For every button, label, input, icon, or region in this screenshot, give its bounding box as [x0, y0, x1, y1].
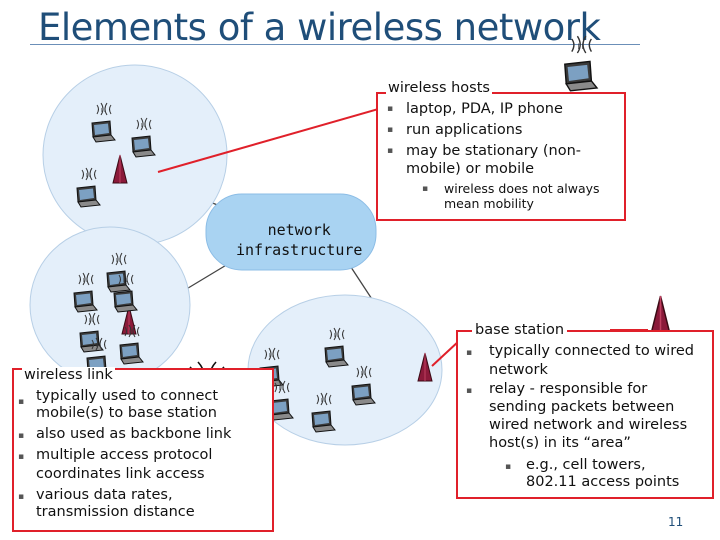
base-bullet-cont: sending packets between: [489, 399, 675, 415]
link-bullet-cont: mobile(s) to base station: [36, 405, 217, 421]
wireless-link-heading: wireless link: [22, 367, 115, 384]
link-bullet-cont: coordinates link access: [36, 466, 205, 482]
base-bullet-cont: wired network and wireless: [489, 417, 688, 433]
base-bullet-cont: host(s) in its “area”: [489, 435, 631, 451]
bullet-icon: ▪: [387, 104, 394, 114]
hosts-sub-bullet: wireless does not always: [444, 181, 600, 196]
link-bullet: also used as backbone link: [36, 426, 232, 442]
bullet-icon: ▪: [387, 146, 394, 156]
base-bullet: typically connected to wired: [489, 343, 694, 359]
base-station-heading: base station: [472, 322, 568, 339]
link-bullet: multiple access protocol: [36, 447, 213, 463]
laptop-icon: [564, 35, 598, 92]
link-bullet: various data rates,: [36, 487, 173, 503]
hosts-sub-bullet: mean mobility: [444, 196, 534, 211]
bullet-icon: ▪: [18, 431, 25, 441]
bullet-icon: ▪: [18, 452, 25, 462]
coverage-cell-left: [29, 226, 191, 384]
bullet-icon: ▪: [505, 462, 512, 472]
slide-number: 11: [668, 515, 684, 529]
hosts-bullet: run applications: [406, 122, 523, 138]
wireless-hosts-callout: [376, 92, 626, 221]
bullet-icon: ▪: [18, 397, 25, 407]
network-cloud: [205, 193, 377, 271]
network-infrastructure-label: network infrastructure: [236, 220, 362, 260]
title-underline: [30, 44, 640, 45]
hosts-bullet: laptop, PDA, IP phone: [406, 101, 563, 117]
bullet-icon: ▪: [18, 492, 25, 502]
hosts-bullet: may be stationary (non-: [406, 143, 582, 159]
link-bullet-cont: transmission distance: [36, 504, 195, 520]
base-bullet-cont: network: [489, 362, 548, 378]
cloud-label-line: network: [267, 221, 331, 239]
wireless-link-callout: [12, 368, 274, 532]
base-bullet: relay - responsible for: [489, 381, 648, 397]
base-station-callout: [456, 330, 714, 499]
link-bullet: typically used to connect: [36, 388, 219, 404]
cloud-label-line: infrastructure: [236, 241, 363, 259]
bullet-icon: ▪: [422, 184, 429, 194]
base-sub-bullet: e.g., cell towers,: [526, 457, 646, 473]
wireless-hosts-heading: wireless hosts: [386, 80, 492, 97]
bullet-icon: ▪: [466, 386, 473, 396]
slide-title: Elements of a wireless network: [38, 6, 601, 49]
base-sub-bullet: 802.11 access points: [526, 474, 680, 490]
hosts-bullet-cont: mobile) or mobile: [406, 161, 535, 177]
bullet-icon: ▪: [387, 125, 394, 135]
bullet-icon: ▪: [466, 348, 473, 358]
